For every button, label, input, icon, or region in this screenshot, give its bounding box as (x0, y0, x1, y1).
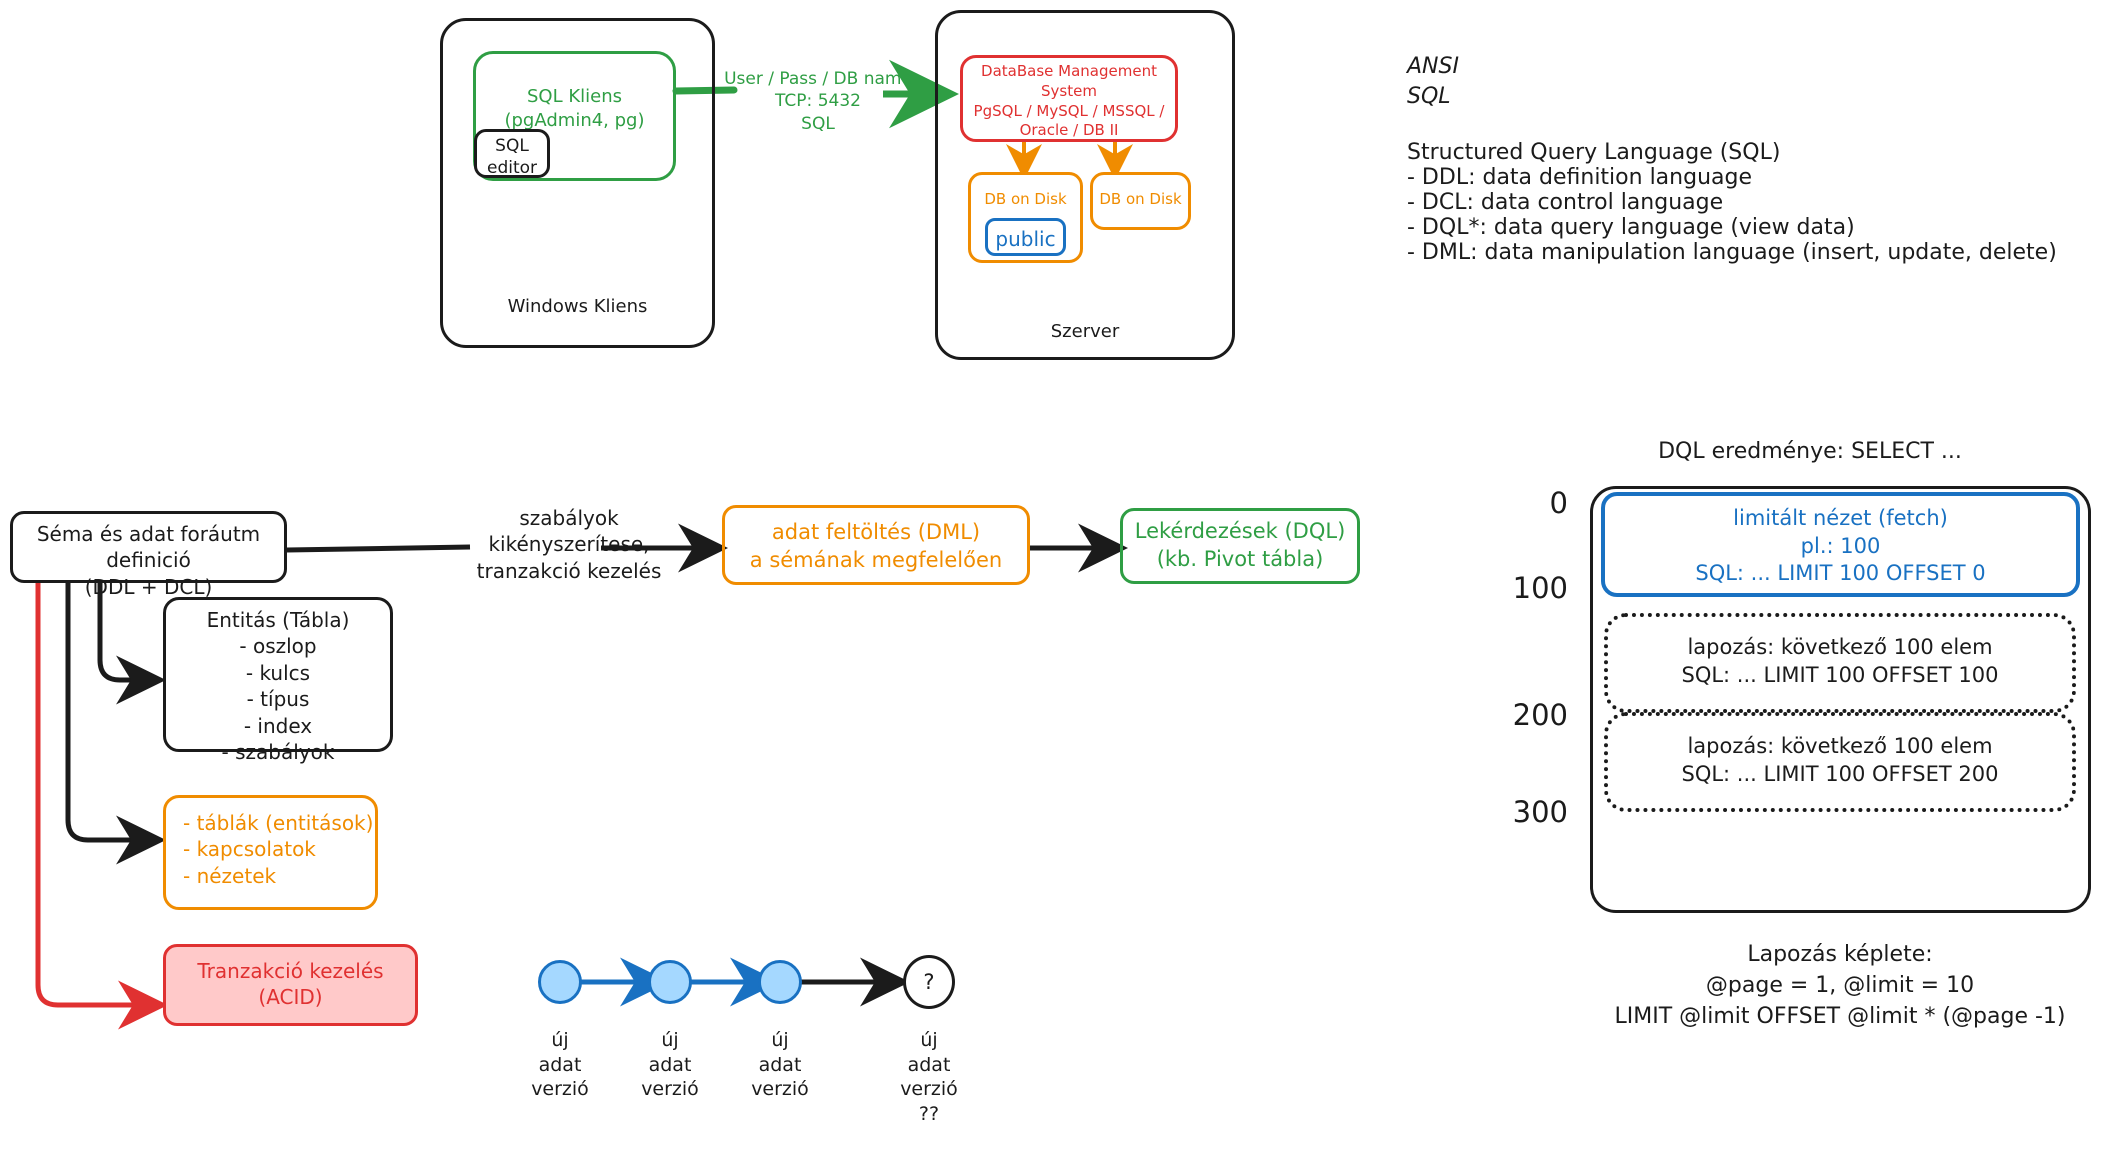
ddl-dcl-label: Séma és adat foráutm definició (DDL + DC… (36, 522, 261, 599)
paging-axis-100: 100 (1512, 571, 1568, 605)
sql-editor-label: SQL editor (486, 136, 538, 179)
page-box-2 (1604, 712, 2076, 812)
connector-ddl-to-acid (35, 583, 168, 1030)
views-box (163, 795, 378, 910)
ddl-dcl-box (10, 511, 287, 583)
public-schema-label: public (995, 227, 1056, 251)
question-mark-icon: ? (923, 970, 935, 994)
sql-note-heading: Structured Query Language (SQL) (1407, 140, 1781, 165)
version-node-1 (648, 960, 692, 1004)
server-panel-label: Szerver (1050, 321, 1120, 342)
paging-axis-0: 0 (1549, 486, 1568, 520)
paging-formula: Lapozás képlete: @page = 1, @limit = 10 … (1614, 942, 2066, 1029)
dbms-box (960, 55, 1178, 142)
version-node-unknown-caption: új adat verzió ?? (900, 1029, 958, 1126)
page-box-1-label: lapozás: következő 100 elem SQL: ... LIM… (1681, 635, 1999, 687)
sql-editor-box (474, 129, 550, 178)
entity-label: Entitás (Tábla) - oszlop - kulcs - típus… (206, 608, 350, 764)
windows-client-panel (440, 18, 715, 348)
sql-note-line-1: - DCL: data control language (1407, 190, 1724, 215)
views-label: - táblák (entitások) - kapcsolatok - néz… (183, 811, 374, 888)
db-on-disk-1-label: DB on Disk (984, 190, 1067, 208)
version-node-unknown: ? (903, 955, 955, 1009)
page-box-2-label: lapozás: következő 100 elem SQL: ... LIM… (1681, 734, 1999, 786)
connection-label: User / Pass / DB name TCP: 5432 SQL (724, 69, 912, 134)
db-on-disk-2-label: DB on Disk (1099, 190, 1182, 208)
windows-client-label: Windows Kliens (507, 296, 648, 317)
server-panel (935, 10, 1235, 360)
dml-box (722, 505, 1030, 585)
public-schema-box (985, 218, 1066, 256)
paging-axis-300: 300 (1512, 795, 1568, 829)
dql-label: Lekérdezések (DQL) (kb. Pivot tábla) (1134, 519, 1346, 571)
acid-box (163, 944, 418, 1026)
version-node-0-caption: új adat verzió (531, 1029, 589, 1101)
paging-title: DQL eredménye: SELECT ... (1658, 439, 1962, 464)
sql-note-line-3: - DML: data manipulation language (inser… (1407, 240, 2057, 265)
acid-label: Tranzakció kezelés (ACID) (197, 959, 384, 1010)
version-node-1-caption: új adat verzió (641, 1029, 699, 1101)
fetch-label: limitált nézet (fetch) pl.: 100 SQL: ...… (1695, 506, 1986, 586)
flow-edge-label: szabályok kikényszerítese, tranzakció ke… (476, 506, 662, 583)
dml-label: adat feltöltés (DML) a sémának megfelelő… (749, 520, 1003, 572)
connector-ddl-to-views (65, 583, 166, 865)
db-on-disk-2-box (1090, 172, 1191, 230)
dbms-label: DataBase Management System PgSQL / MySQL… (973, 62, 1165, 140)
sql-note-line-2: - DQL*: data query language (view data) (1407, 215, 1855, 240)
page-box-1 (1604, 613, 2076, 713)
version-node-2 (758, 960, 802, 1004)
sql-client-box (473, 51, 676, 181)
paging-axis-200: 200 (1512, 698, 1568, 732)
entity-box (163, 597, 393, 752)
paging-result-container (1590, 486, 2091, 913)
sql-note-line-0: - DDL: data definition language (1407, 165, 1752, 190)
ansi-sql-note: ANSI SQL (1407, 54, 1459, 109)
fetch-box (1601, 492, 2080, 597)
sql-client-label: SQL Kliens (pgAdmin4, pg) (504, 86, 645, 131)
dql-box (1120, 508, 1360, 584)
version-node-0 (538, 960, 582, 1004)
version-node-2-caption: új adat verzió (751, 1029, 809, 1101)
